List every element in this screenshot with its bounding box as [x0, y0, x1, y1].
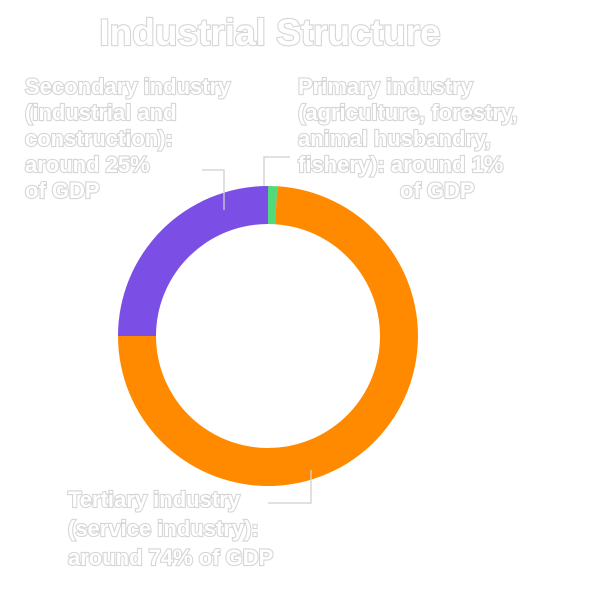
- slice-labels: Primary industry(agriculture, forestry,a…: [24, 73, 519, 571]
- leader-line-tertiary: [268, 470, 312, 504]
- slice-secondary: [118, 186, 268, 336]
- chart-title: Industrial Structure: [99, 12, 440, 53]
- slice-label-line: around 74% of GDP: [68, 545, 273, 570]
- slice-label-line: (service industry):: [68, 516, 259, 541]
- slice-label-primary: Primary industry(agriculture, forestry,a…: [298, 74, 518, 203]
- slice-primary: [268, 186, 278, 225]
- slice-label-line: fishery): around 1%: [298, 152, 503, 177]
- leader-line-primary: [263, 156, 290, 186]
- slice-label-tertiary: Tertiary industry (service industry): arou…: [68, 487, 273, 570]
- slice-label-line: around 25%: [25, 152, 150, 177]
- slice-label-line: animal husbandry,: [298, 126, 491, 151]
- leader-lines: [202, 156, 312, 504]
- slice-label-line: of GDP: [25, 178, 100, 203]
- slice-label-line: of GDP: [400, 178, 475, 203]
- leader-line-secondary: [202, 169, 225, 210]
- slice-label-line: Primary industry: [298, 74, 474, 99]
- slices-layer: [118, 186, 418, 487]
- slice-label-line: Secondary industry: [25, 74, 231, 99]
- slice-label-line: construction):: [25, 126, 173, 151]
- slice-label-line: (agriculture, forestry,: [298, 100, 518, 125]
- slice-label-line: (industrial and: [25, 100, 177, 125]
- slice-label-line: Tertiary industry: [68, 487, 241, 512]
